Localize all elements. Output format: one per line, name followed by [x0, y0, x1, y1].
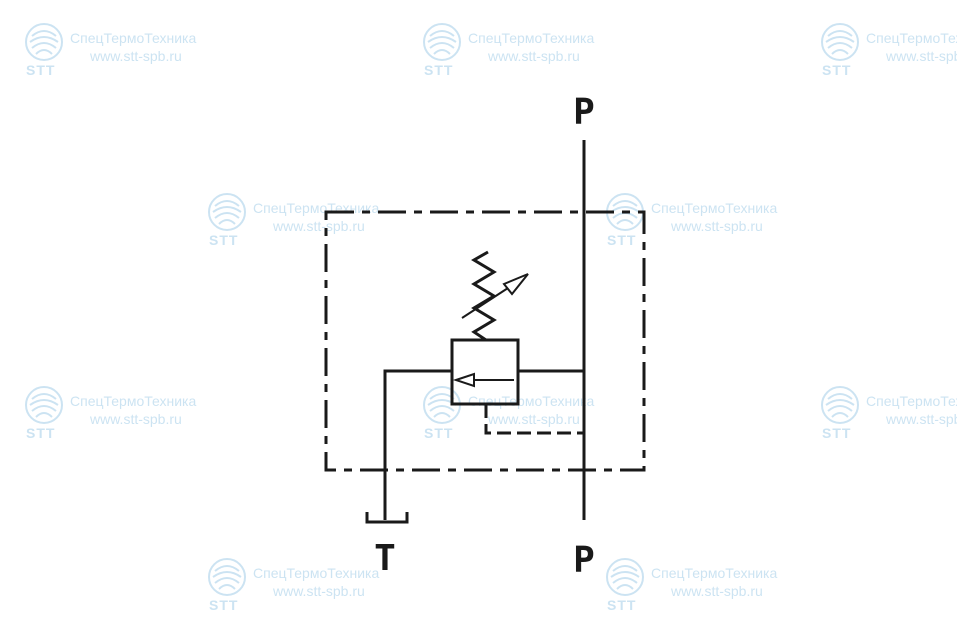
adjust-arrowhead-icon: [502, 273, 529, 296]
stt-logo-icon: [821, 23, 859, 61]
tank-icon: [365, 512, 409, 524]
stt-logo-icon: [606, 558, 644, 596]
watermark-brand: СпецТермоТехника: [866, 30, 957, 46]
port-p-bottom: P: [573, 540, 595, 581]
watermark-abbrev: STT: [424, 62, 454, 78]
watermark: СпецТермоТехника www.stt-spb.ru STT: [24, 385, 224, 445]
stt-logo-icon: [25, 23, 63, 61]
watermark: СпецТермоТехника www.stt-spb.ru STT: [422, 22, 622, 82]
watermark-abbrev: STT: [209, 597, 239, 613]
watermark-url: www.stt-spb.ru: [273, 583, 365, 599]
watermark-url: www.stt-spb.ru: [488, 48, 580, 64]
spring-icon: [471, 250, 497, 342]
watermark-brand: СпецТермоТехника: [651, 200, 778, 216]
watermark-url: www.stt-spb.ru: [90, 48, 182, 64]
watermark: СпецТермоТехника www.stt-spb.ru STT: [605, 557, 805, 617]
watermark-abbrev: STT: [822, 62, 852, 78]
watermark-abbrev: STT: [424, 425, 454, 441]
stt-logo-icon: [208, 193, 246, 231]
watermark-url: www.stt-spb.ru: [671, 218, 763, 234]
watermark-url: www.stt-spb.ru: [886, 411, 957, 427]
watermark-brand: СпецТермоТехника: [70, 30, 197, 46]
watermark-abbrev: STT: [607, 597, 637, 613]
watermark: СпецТермоТехника www.stt-spb.ru STT: [24, 22, 224, 82]
watermark-brand: СпецТермоТехника: [651, 565, 778, 581]
valve-body: [450, 338, 520, 406]
watermark: СпецТермоТехника www.stt-spb.ru STT: [820, 22, 957, 82]
port-p-top: P: [573, 92, 595, 133]
watermark: СпецТермоТехника www.stt-spb.ru STT: [605, 192, 805, 252]
watermark: СпецТермоТехника www.stt-spb.ru STT: [820, 385, 957, 445]
watermark: СпецТермоТехника www.stt-spb.ru STT: [207, 557, 407, 617]
watermark-brand: СпецТермоТехника: [866, 393, 957, 409]
valve-enclosure: [324, 210, 646, 472]
watermark-url: www.stt-spb.ru: [273, 218, 365, 234]
port-t: T: [374, 538, 396, 579]
watermark-abbrev: STT: [607, 232, 637, 248]
watermark-url: www.stt-spb.ru: [488, 411, 580, 427]
watermark-abbrev: STT: [822, 425, 852, 441]
pilot-line: [484, 404, 584, 435]
stt-logo-icon: [208, 558, 246, 596]
watermark-url: www.stt-spb.ru: [90, 411, 182, 427]
watermark-abbrev: STT: [26, 62, 56, 78]
watermark-brand: СпецТермоТехника: [253, 565, 380, 581]
watermark-url: www.stt-spb.ru: [886, 48, 957, 64]
stt-logo-icon: [821, 386, 859, 424]
watermark-abbrev: STT: [26, 425, 56, 441]
stt-logo-icon: [25, 386, 63, 424]
flow-arrowhead-icon: [452, 372, 475, 388]
watermark-url: www.stt-spb.ru: [671, 583, 763, 599]
tank-line: [383, 369, 452, 520]
watermark-brand: СпецТермоТехника: [468, 30, 595, 46]
watermark-brand: СпецТермоТехника: [70, 393, 197, 409]
adjust-arrow-line: [461, 287, 509, 319]
watermark-abbrev: STT: [209, 232, 239, 248]
watermark: СпецТермоТехника www.stt-spb.ru STT: [422, 385, 622, 445]
stt-logo-icon: [423, 23, 461, 61]
